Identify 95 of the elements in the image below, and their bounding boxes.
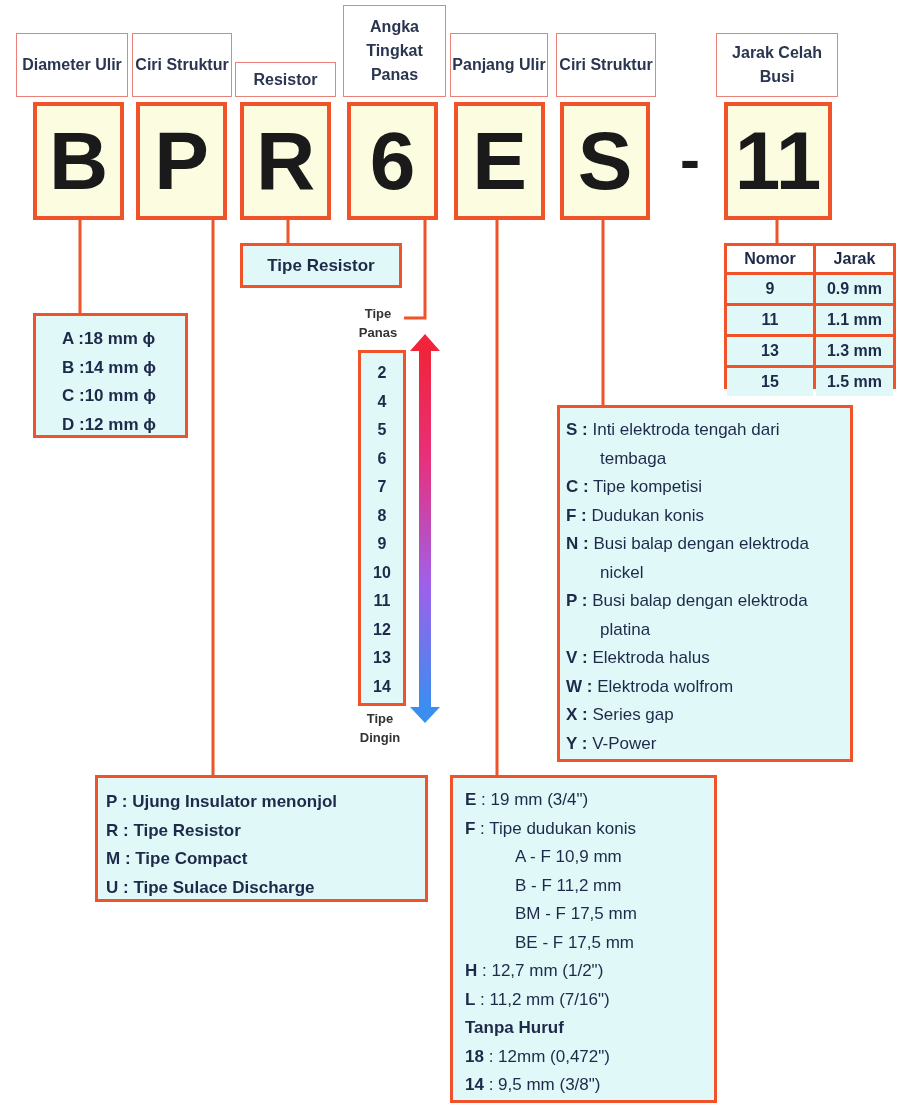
header-label: Ciri Struktur xyxy=(559,55,653,75)
description-line: E : 19 mm (3/4") xyxy=(465,789,590,811)
description-line: A - F 10,9 mm xyxy=(514,846,623,868)
header-box xyxy=(556,33,656,97)
gap-distance: 0.9 mm xyxy=(816,275,893,303)
description-line: C : Tipe kompetisi xyxy=(566,476,704,498)
header-box xyxy=(16,33,128,97)
heat-number: 2 xyxy=(376,363,388,383)
gap-distance: 1.3 mm xyxy=(816,337,893,365)
description-line: U : Tipe Sulace Discharge xyxy=(106,876,316,899)
description-line: B - F 11,2 mm xyxy=(514,874,623,897)
header-box xyxy=(235,62,336,97)
code-letter: S xyxy=(577,114,633,208)
description-line: A :18 mm ϕ xyxy=(62,328,157,350)
code-letter: R xyxy=(255,114,316,208)
gap-number: 13 xyxy=(727,337,813,365)
code-letter-box xyxy=(240,102,331,220)
description-line: H : 12,7 mm (1/2") xyxy=(465,960,605,982)
header-box xyxy=(716,33,838,97)
description-box xyxy=(450,775,717,1103)
connector-line xyxy=(404,220,427,320)
heat-number: 14 xyxy=(372,676,392,697)
code-letter: P xyxy=(154,114,209,208)
description-line: Y : V-Power xyxy=(566,732,658,755)
connector-line xyxy=(211,220,215,775)
gap-number: 15 xyxy=(727,368,813,396)
code-letter-box xyxy=(724,102,832,220)
column-header: Jarak xyxy=(816,246,893,272)
code-letter-box xyxy=(454,102,545,220)
connector-line xyxy=(601,220,605,405)
description-line: X : Series gap xyxy=(566,704,675,726)
description-line: D :12 mm ϕ xyxy=(62,413,157,436)
description-line: F : Tipe dudukan konis xyxy=(465,817,638,840)
connector-line xyxy=(78,220,82,313)
heat-number: 5 xyxy=(376,420,388,440)
description-box xyxy=(95,775,428,902)
header-label: Angka Tingkat Panas xyxy=(365,17,424,85)
header-label: Diameter Ulir xyxy=(22,55,122,75)
heat-type-label: Tipe Dingin xyxy=(358,710,402,747)
heat-number: 7 xyxy=(376,477,388,497)
description-line: F : Dudukan konis xyxy=(566,504,705,527)
heat-number: 4 xyxy=(376,391,388,412)
description-box xyxy=(240,243,402,288)
description-line: L : 11,2 mm (7/16") xyxy=(465,988,611,1011)
dash-separator: - xyxy=(679,125,701,195)
description-line: B :14 mm ϕ xyxy=(62,356,157,379)
code-letter-box xyxy=(33,102,124,220)
section-heading: Tanpa Huruf xyxy=(465,1017,565,1039)
heat-number: 8 xyxy=(376,505,388,526)
description-line: 14 : 9,5 mm (3/8") xyxy=(465,1074,602,1096)
code-letter-box xyxy=(347,102,438,220)
description-line: 18 : 12mm (0,472") xyxy=(465,1045,611,1068)
gap-distance: 1.5 mm xyxy=(816,368,893,396)
description-line: N : Busi balap dengan elektroda nickel xyxy=(566,533,810,584)
heat-number: 11 xyxy=(372,591,392,611)
description-line: P : Busi balap dengan elektroda platina xyxy=(566,590,809,641)
header-label: Resistor xyxy=(253,69,318,90)
heat-number: 9 xyxy=(376,534,388,554)
gap-distance: 1.1 mm xyxy=(816,306,893,334)
description-line: R : Tipe Resistor xyxy=(106,819,242,842)
description-line: V : Elektroda halus xyxy=(566,647,711,669)
connector-line xyxy=(286,220,290,243)
heat-number: 12 xyxy=(372,619,392,640)
heat-type-label: Tipe Panas xyxy=(357,305,399,342)
code-letter: 6 xyxy=(369,114,416,208)
header-label: Jarak Celah Busi xyxy=(731,43,823,87)
description-line: W : Elektroda wolfrom xyxy=(566,675,735,698)
code-letter-box xyxy=(560,102,650,220)
description-line: P : Ujung Insulator menonjol xyxy=(106,791,339,813)
description-line: C :10 mm ϕ xyxy=(62,385,157,407)
header-label: Ciri Struktur xyxy=(135,55,229,75)
code-letter-box xyxy=(136,102,227,220)
description-line: S : Inti elektroda tengah dari tembaga xyxy=(566,419,781,470)
heat-range-box xyxy=(358,350,406,706)
code-letter: 11 xyxy=(734,114,822,208)
header-box xyxy=(450,33,548,97)
connector-line xyxy=(775,220,779,243)
column-header: Nomor xyxy=(727,246,813,272)
gap-number: 9 xyxy=(727,275,813,303)
description-line: M : Tipe Compact xyxy=(106,848,249,870)
gap-number: 11 xyxy=(727,306,813,334)
description-line: Tipe Resistor xyxy=(266,255,376,277)
code-letter: E xyxy=(472,114,527,208)
description-line: BE - F 17,5 mm xyxy=(514,931,636,954)
heat-number: 13 xyxy=(372,648,392,668)
description-box xyxy=(33,313,188,438)
description-box xyxy=(557,405,853,762)
heat-number: 6 xyxy=(376,448,388,469)
header-label: Panjang Ulir xyxy=(452,55,546,75)
description-line: BM - F 17,5 mm xyxy=(514,903,638,925)
code-letter: B xyxy=(48,114,109,208)
header-box xyxy=(343,5,446,97)
header-box xyxy=(132,33,232,97)
connector-line xyxy=(495,220,499,775)
heat-number: 10 xyxy=(372,562,392,583)
